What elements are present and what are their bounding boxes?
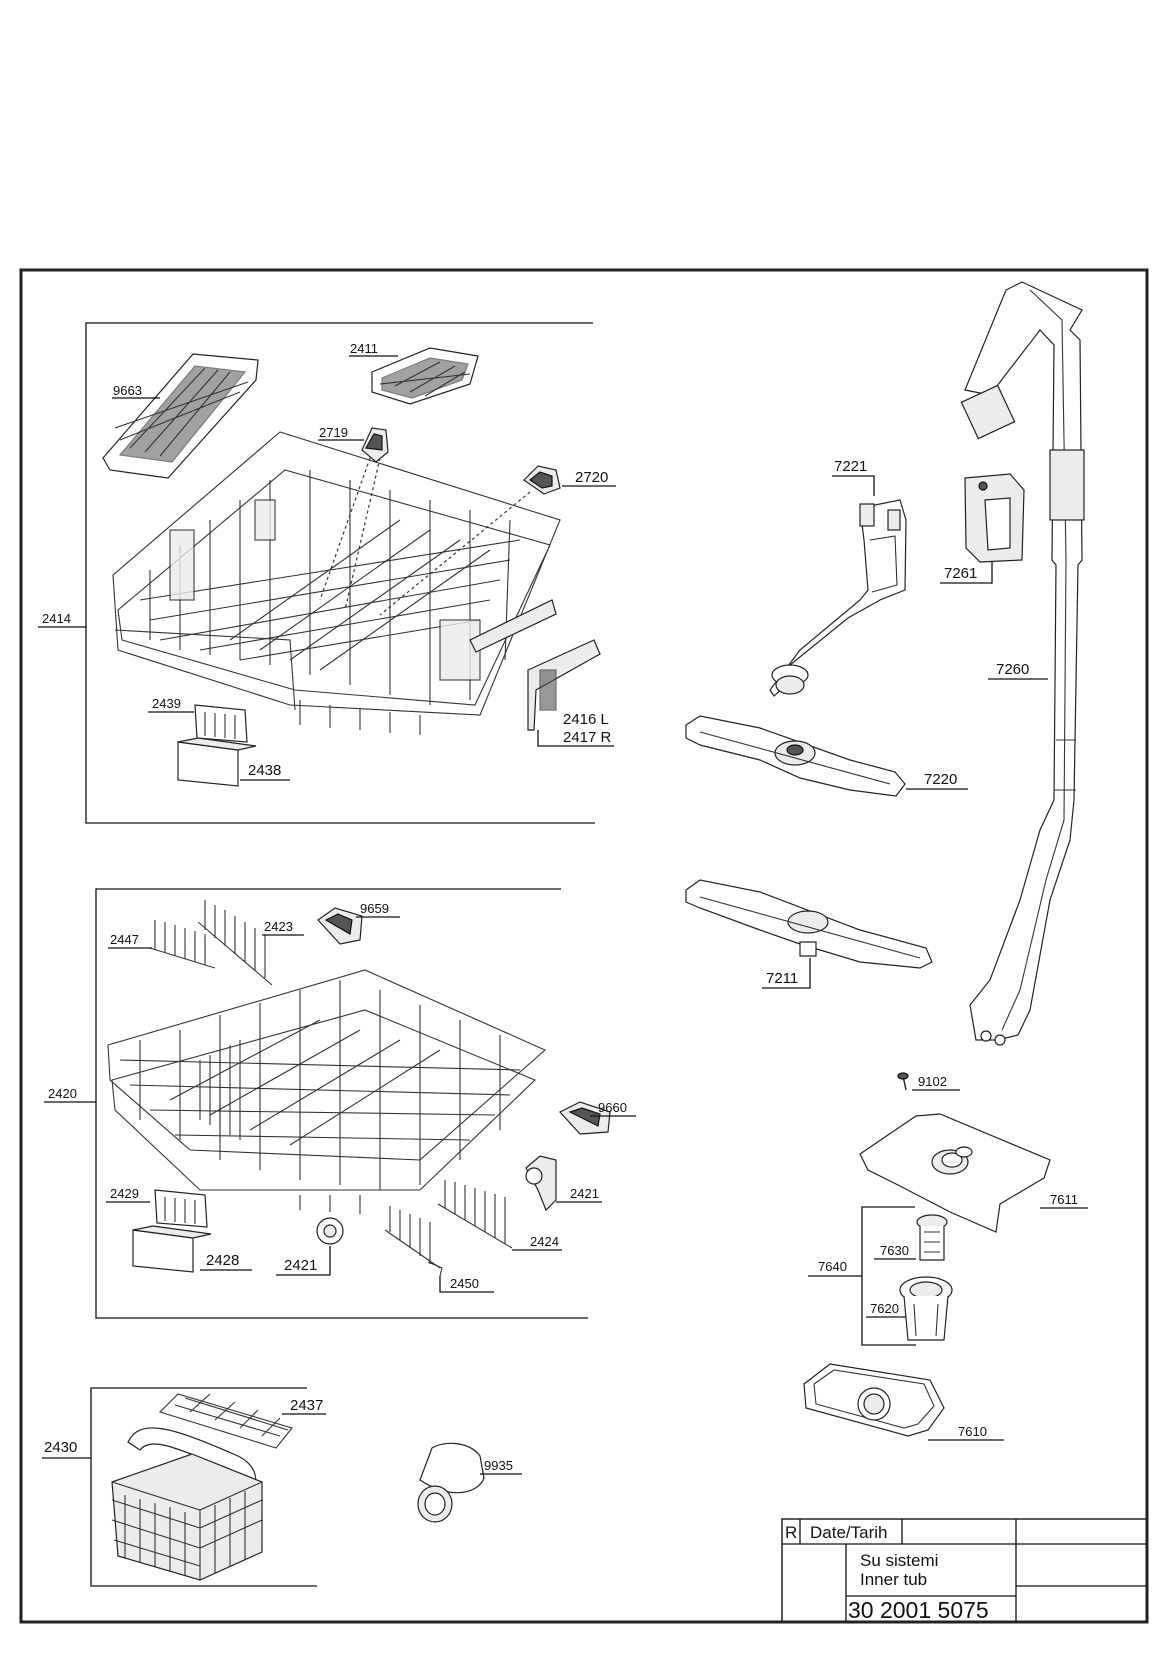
spray-duct-7221: [769, 499, 907, 697]
lower-basket-group: [95, 888, 611, 1319]
filter-7620: [899, 1276, 953, 1341]
flat-filter-7610: [803, 1363, 945, 1437]
title-block: R Date/Tarih Su sistemi Inner tub 30 200…: [781, 1518, 1148, 1623]
label-2423: 2423: [264, 919, 293, 934]
tine-row-2423: [197, 900, 273, 986]
label-7610: 7610: [958, 1424, 987, 1439]
label-2450: 2450: [450, 1276, 479, 1291]
label-2429: 2429: [110, 1186, 139, 1201]
wheel-2421: [316, 1217, 344, 1245]
wheel-bracket-2421: [525, 1155, 557, 1212]
screw-9102: [897, 1072, 909, 1091]
grid-cover-2437: [158, 1393, 293, 1449]
filter-assembly-7640: [808, 1206, 953, 1346]
drawing-frame: [19, 268, 1149, 1624]
insert-2411: [371, 347, 479, 405]
label-2430: 2430: [44, 1439, 77, 1456]
label-2420: 2420: [48, 1086, 77, 1101]
lower-basket-bracket: [95, 888, 588, 1319]
clip-9660: [559, 1101, 611, 1135]
coupling-7261: [964, 473, 1025, 563]
label-7640: 7640: [818, 1259, 847, 1274]
label-9663: 9663: [113, 383, 142, 398]
clip-2720: [523, 465, 561, 495]
label-9660: 9660: [598, 1100, 627, 1115]
title-english: Inner tub: [860, 1570, 927, 1589]
clip-9659: [317, 907, 363, 945]
upper-basket: [112, 431, 561, 735]
label-9102: 9102: [918, 1074, 947, 1089]
label-7261: 7261: [944, 565, 977, 582]
cutlery-basket: [111, 1427, 263, 1581]
clip-2439: [194, 704, 248, 743]
upper-basket-bracket: [85, 322, 595, 824]
spray-arm-7220: [685, 715, 906, 797]
supply-pipe-7260: [960, 281, 1085, 1046]
cutlery-tray-9663: [102, 353, 259, 479]
label-2719: 2719: [319, 425, 348, 440]
date-label: Date/Tarih: [810, 1523, 887, 1542]
label-7221: 7221: [834, 458, 867, 475]
tine-row-2424: [437, 1180, 513, 1249]
label-2417: 2417 R: [563, 729, 612, 746]
part-labels: 9663 2411 2719 2720 2414 2439 2438 2416 …: [38, 341, 1088, 1475]
label-2428: 2428: [206, 1252, 239, 1269]
label-9659: 9659: [360, 901, 389, 916]
label-2447: 2447: [110, 932, 139, 947]
label-2424: 2424: [530, 1234, 559, 1249]
clip-2719: [361, 427, 389, 463]
label-7611: 7611: [1050, 1192, 1078, 1207]
label-2411: 2411: [350, 341, 378, 356]
label-7630: 7630: [880, 1243, 909, 1258]
revision-label: R: [785, 1523, 797, 1542]
holder-2428: [132, 1225, 212, 1273]
clip-2429: [154, 1189, 208, 1228]
label-2421-wheel: 2421: [284, 1257, 317, 1274]
label-2421-bracket: 2421: [570, 1186, 599, 1201]
label-2437: 2437: [290, 1397, 323, 1414]
label-2416: 2416 L: [563, 711, 609, 728]
nozzle-9935: [417, 1442, 485, 1523]
label-7220: 7220: [924, 771, 957, 788]
label-9935: 9935: [484, 1458, 513, 1473]
sump-cover-7611: [859, 1113, 1051, 1233]
label-7260: 7260: [996, 661, 1029, 678]
label-2414: 2414: [42, 611, 71, 626]
rail-2416-2417: [527, 639, 601, 731]
lower-basket: [107, 969, 547, 1214]
label-2438: 2438: [248, 762, 281, 779]
tine-row-2450: [384, 1206, 443, 1277]
cutlery-basket-bracket: [90, 1387, 317, 1587]
filter-7630: [916, 1214, 948, 1261]
label-2439: 2439: [152, 696, 181, 711]
label-7620: 7620: [870, 1301, 899, 1316]
cutlery-basket-group: [90, 1387, 317, 1587]
spray-arm-7211: [685, 879, 933, 969]
title-turkish: Su sistemi: [860, 1551, 938, 1570]
holder-2438: [177, 737, 257, 787]
tine-row-2447: [149, 920, 216, 969]
drawing-number: 30 2001 5075: [848, 1597, 989, 1623]
label-7211: 7211: [766, 970, 798, 987]
upper-basket-group: [85, 322, 601, 824]
label-2720: 2720: [575, 469, 608, 486]
